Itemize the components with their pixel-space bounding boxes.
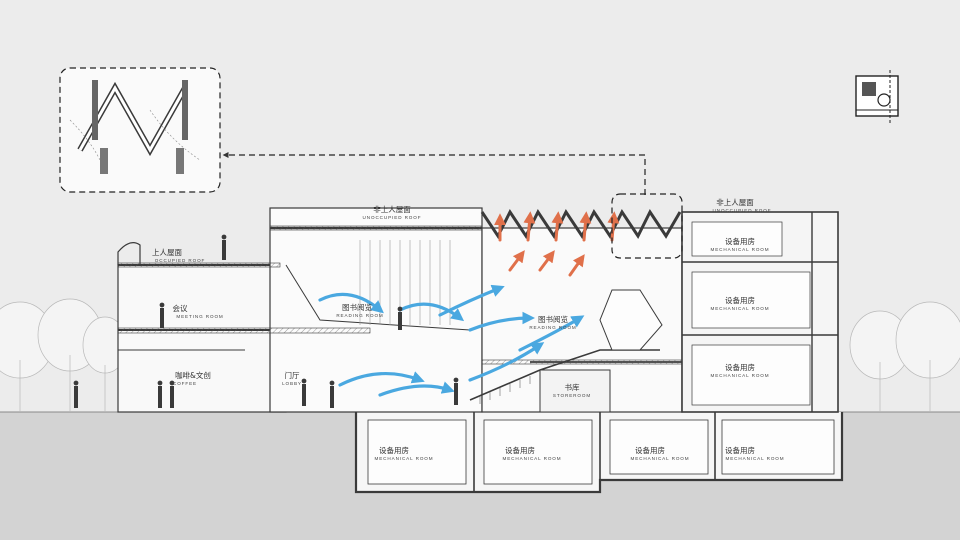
label-meeting-room-en: MEETING ROOM <box>176 314 223 319</box>
label-unoccupied-roof-center-cn: 非上人屋面 <box>373 204 411 214</box>
label-storeroom-en: STOREROOM <box>553 393 591 398</box>
trees-right <box>849 301 960 412</box>
label-mech-tower-3-cn: 设备用房 <box>725 362 755 372</box>
room-labels: 上人屋面 OCCUPIED ROOF 非上人屋面 UNOCCUPIED ROOF… <box>152 197 784 461</box>
label-unoccupied-roof-center-en: UNOCCUPIED ROOF <box>363 215 422 220</box>
label-mech-base-4-cn: 设备用房 <box>725 445 755 455</box>
label-mech-base-3-en: MECHANICAL ROOM <box>630 456 689 461</box>
label-coffee-en: COFFEE <box>173 381 197 386</box>
label-reading-upper-cn: 图书阅览 <box>342 302 372 312</box>
label-reading-right-cn: 图书阅览 <box>538 314 568 324</box>
label-storeroom-cn: 书库 <box>565 382 580 392</box>
label-mech-tower-2-en: MECHANICAL ROOM <box>710 306 769 311</box>
label-meeting-room-cn: 会议 <box>173 303 188 313</box>
label-mech-base-1-en: MECHANICAL ROOM <box>374 456 433 461</box>
label-unoccupied-roof-right-cn: 非上人屋面 <box>716 197 754 207</box>
label-coffee-cn: 咖啡&文创 <box>175 370 211 380</box>
label-mech-tower-1-cn: 设备用房 <box>725 236 755 246</box>
label-lobby-en: LOBBY <box>282 381 302 386</box>
callout-leader <box>222 152 646 195</box>
label-mech-base-2-cn: 设备用房 <box>505 445 535 455</box>
callout-target-box <box>611 193 683 259</box>
people-silhouettes <box>73 234 459 408</box>
label-unoccupied-roof-right-en: UNOCCUPIED ROOF <box>713 208 772 213</box>
label-reading-right-en: READING ROOM <box>529 325 576 330</box>
label-lobby-cn: 门厅 <box>285 371 300 380</box>
label-mech-tower-3-en: MECHANICAL ROOM <box>710 373 769 378</box>
airflow-in-arrows <box>318 284 585 397</box>
label-reading-upper-en: READING ROOM <box>336 313 383 318</box>
label-occupied-roof-cn: 上人屋面 <box>152 248 182 257</box>
label-occupied-roof-en: OCCUPIED ROOF <box>155 258 206 263</box>
trees-left <box>0 298 128 412</box>
label-mech-base-3-cn: 设备用房 <box>635 445 665 455</box>
label-mech-tower-2-cn: 设备用房 <box>725 295 755 305</box>
airflow-out-arrows <box>494 211 620 277</box>
label-mech-base-2-en: MECHANICAL ROOM <box>502 456 561 461</box>
floor-slabs <box>117 225 683 365</box>
label-mech-tower-1-en: MECHANICAL ROOM <box>710 247 769 252</box>
basement <box>354 412 844 494</box>
key-plan-icon <box>855 70 899 124</box>
skylight-detail-callout <box>59 67 221 193</box>
label-mech-base-4-en: MECHANICAL ROOM <box>725 456 784 461</box>
label-mech-base-1-cn: 设备用房 <box>379 445 409 455</box>
